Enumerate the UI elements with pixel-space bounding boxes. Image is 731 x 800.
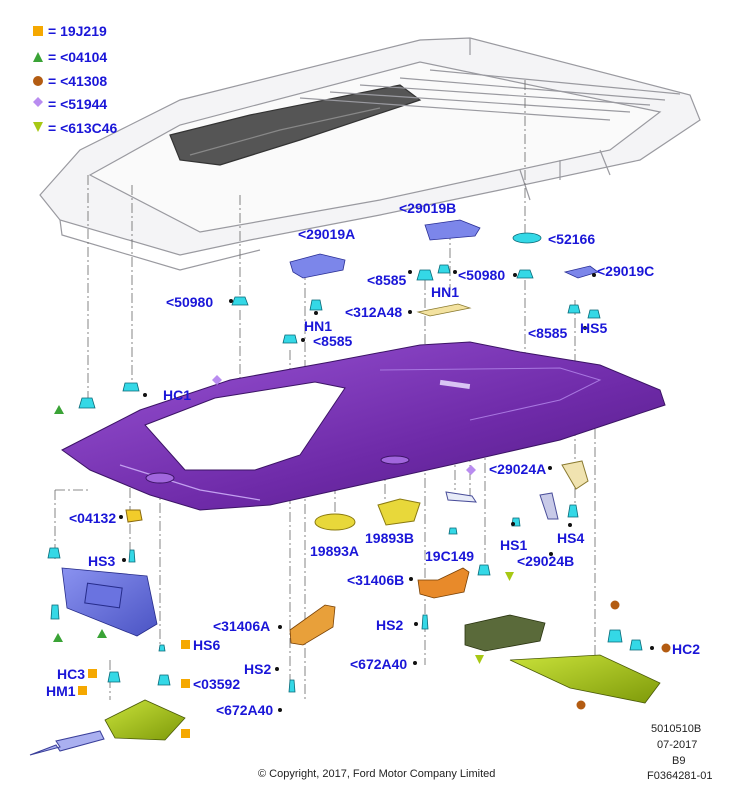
callout-HS2-right: HS2 [376, 617, 404, 633]
callout-HS1: HS1 [500, 537, 528, 553]
grab-handle-31406B [417, 567, 470, 599]
lamp-19893A [314, 513, 356, 531]
triangle-down-marker-icon [505, 572, 514, 581]
square-marker-icon [181, 729, 190, 738]
callout-672A40-left: <672A40 [216, 702, 274, 718]
clips [47, 232, 643, 693]
callout-29024B: <29024B [517, 553, 575, 569]
callout-HN1-left: HN1 [304, 318, 333, 334]
legend-entry-square: = 19J219 [48, 23, 107, 39]
legend-entry-circle: = <41308 [48, 73, 108, 89]
callout-31406A: <31406A [213, 618, 271, 634]
overhead-console [464, 614, 546, 652]
grab-handle-31406A [289, 604, 336, 646]
front-trim-panel [104, 699, 186, 741]
drawing-markers [53, 375, 671, 738]
footer-figure-id: F0364281-01 [647, 770, 713, 782]
callout-31406B: <31406B [347, 572, 405, 588]
callout-8585-right: <8585 [313, 333, 353, 349]
callout-29019A: <29019A [298, 226, 356, 242]
callout-8585-left: <8585 [528, 325, 568, 341]
callout-HS2-left: HS2 [244, 661, 272, 677]
callout-312A48: <312A48 [345, 304, 403, 320]
legend-entry-triangle-up: = <04104 [48, 49, 108, 65]
diamond-marker-icon [212, 375, 222, 385]
callout-29019C: <29019C [597, 263, 655, 279]
legend-diamond-icon [33, 97, 43, 107]
bracket-29024A [561, 460, 589, 490]
callout-HS6: HS6 [193, 637, 221, 653]
legend-triangle-down-icon [33, 122, 43, 132]
visor-mirror-cover [84, 582, 123, 609]
headliner [61, 341, 666, 511]
legend-entry-triangle-down: = <613C46 [48, 120, 118, 136]
diamond-marker-icon [466, 465, 476, 475]
callout-29019B: <29019B [399, 200, 457, 216]
footer-rev: B9 [672, 755, 686, 767]
footer-date: 07-2017 [657, 739, 698, 751]
callout-19893A: 19893A [310, 543, 360, 559]
callout-19C149: 19C149 [425, 548, 475, 564]
callout-19893B: 19893B [365, 530, 415, 546]
square-marker-icon [181, 640, 190, 649]
square-marker-icon [88, 669, 97, 678]
front-direction-arrow [29, 730, 105, 756]
legend-square-icon [33, 26, 43, 36]
footer-code: 5010510B [651, 723, 702, 735]
square-marker-icon [78, 686, 87, 695]
roof-frame [39, 37, 701, 271]
triangle-down-marker-icon [475, 655, 484, 664]
callout-dots [119, 270, 654, 712]
brackets [289, 219, 599, 279]
callout-HS3: HS3 [88, 553, 116, 569]
footer-copyright: © Copyright, 2017, Ford Motor Company Li… [258, 768, 496, 780]
circle-marker-icon [661, 643, 671, 653]
bracket-29024B [539, 492, 559, 520]
callout-8585-top: <8585 [367, 272, 407, 288]
callout-04132: <04132 [69, 510, 117, 526]
callout-HM1: HM1 [46, 683, 76, 699]
bracket-312A48 [416, 303, 472, 317]
circle-marker-icon [610, 600, 620, 610]
triangle-up-marker-icon [54, 405, 64, 414]
triangle-up-marker-icon [53, 633, 63, 642]
callout-HN1-right: HN1 [431, 284, 460, 300]
callout-HS5: HS5 [580, 320, 608, 336]
circle-marker-icon [576, 700, 586, 710]
callout-HC3: HC3 [57, 666, 86, 682]
square-marker-icon [181, 679, 190, 688]
callout-HC2: HC2 [672, 641, 701, 657]
bracket-19C149 [445, 491, 477, 503]
callout-HC1: HC1 [163, 387, 192, 403]
legend-entry-diamond: = <51944 [48, 96, 108, 112]
callout-HS4: HS4 [557, 530, 585, 546]
callout-52166: <52166 [548, 231, 596, 247]
callout-50980-left: <50980 [166, 294, 214, 310]
rear-trim-panel [509, 654, 661, 704]
lamp-19893B [377, 498, 421, 526]
callout-03592: <03592 [193, 676, 241, 692]
callout-672A40-right: <672A40 [350, 656, 408, 672]
callout-29024A: <29024A [489, 461, 547, 477]
triangle-up-marker-icon [97, 629, 107, 638]
callout-50980-right: <50980 [458, 267, 506, 283]
clip-04132 [125, 509, 143, 523]
legend-triangle-up-icon [33, 52, 43, 62]
legend-circle-icon [33, 76, 43, 86]
legend-symbols [33, 26, 43, 132]
